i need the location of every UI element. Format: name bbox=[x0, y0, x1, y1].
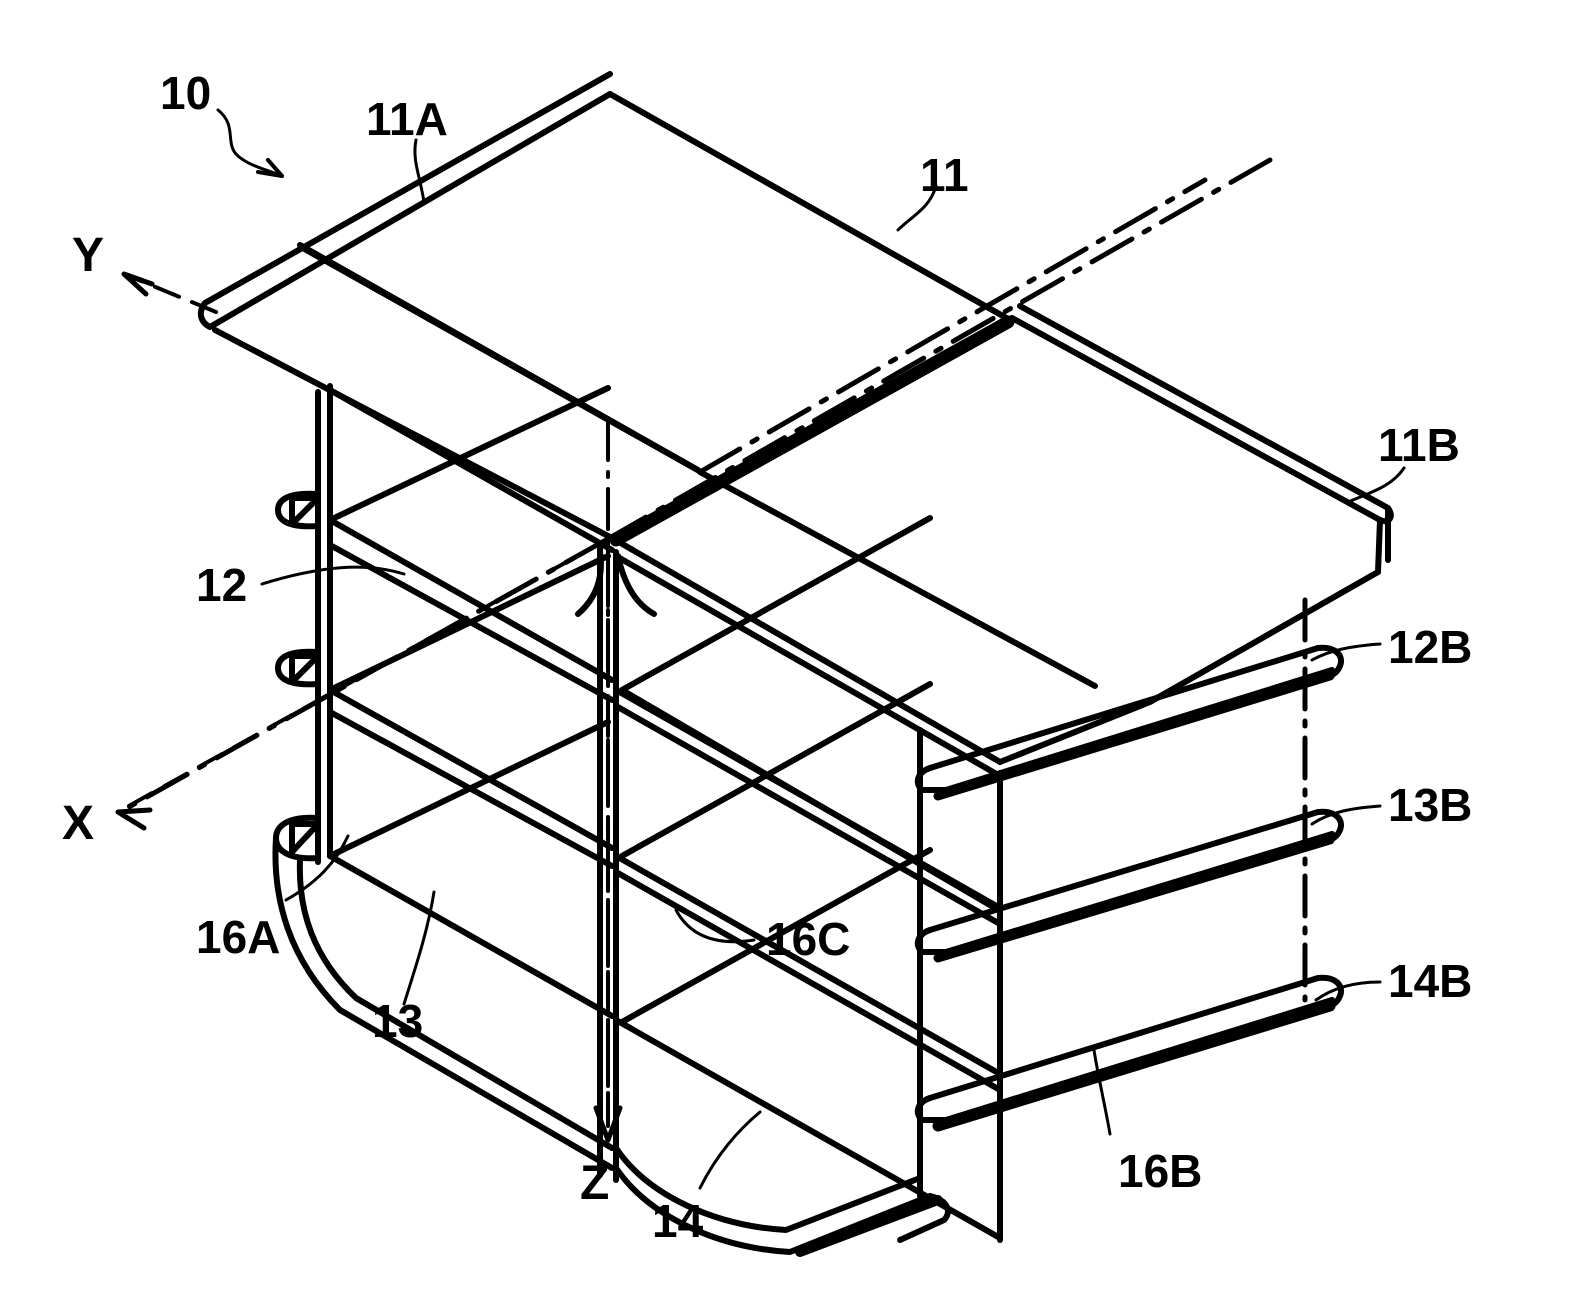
panel-11b-dark-strip bbox=[609, 315, 1015, 547]
right-face-structure bbox=[613, 515, 1003, 1243]
callout-10: 10 bbox=[160, 67, 212, 119]
top-panel-11a bbox=[197, 71, 1013, 541]
axis-label-x: X bbox=[62, 797, 95, 850]
callout-11: 11 bbox=[920, 149, 969, 201]
flange-13b bbox=[914, 808, 1344, 955]
callout-13b: 13B bbox=[1388, 779, 1473, 831]
callout-11a: 11A bbox=[366, 93, 448, 145]
left-web-structure bbox=[272, 383, 615, 1171]
callout-16c: 16C bbox=[766, 913, 851, 965]
flange-13b-dark bbox=[933, 835, 1335, 963]
centerline-11 bbox=[603, 157, 1273, 543]
panel-11a-shadow-edge bbox=[297, 244, 703, 475]
callout-14: 14 bbox=[652, 1195, 704, 1247]
callout-12b: 12B bbox=[1388, 621, 1473, 673]
callout-14b: 14B bbox=[1388, 955, 1473, 1007]
axis-z-arrow bbox=[593, 538, 623, 1143]
callout-12: 12 bbox=[196, 559, 248, 611]
flange-14b-dark bbox=[932, 1000, 1336, 1132]
callout-13: 13 bbox=[372, 995, 424, 1047]
axis-label-y: Y bbox=[72, 229, 105, 282]
axis-label-z: Z bbox=[580, 1157, 610, 1210]
flange-12b-dark bbox=[933, 671, 1335, 801]
bottom-skirt-dark bbox=[795, 1195, 943, 1257]
flange-14b bbox=[914, 974, 1344, 1123]
axis-y-arrow bbox=[121, 271, 218, 314]
axis-x-arrow bbox=[115, 538, 608, 831]
callout-11b: 11B bbox=[1378, 419, 1460, 471]
leader-lines bbox=[216, 108, 1406, 1190]
center-post bbox=[575, 542, 657, 1183]
centerline-11-right bbox=[697, 177, 1208, 475]
callout-16b: 16B bbox=[1118, 1145, 1203, 1197]
callout-16a: 16A bbox=[196, 911, 281, 963]
